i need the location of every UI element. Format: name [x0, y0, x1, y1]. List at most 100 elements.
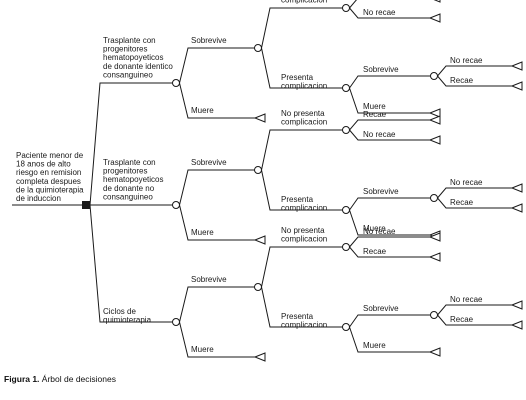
- figure-caption: Figura 1. Árbol de decisiones: [4, 374, 116, 384]
- no-comp-out2-3: [349, 246, 430, 258]
- chance-node-comp-survive-3: [430, 311, 438, 319]
- comp-out1-label-1: No recae: [450, 56, 483, 65]
- outcome-no-comp-2-1: [428, 13, 441, 23]
- chance-node-comp-1: [342, 84, 350, 92]
- comp-branch-2: [261, 169, 343, 211]
- outcome-comp-2-1: [510, 81, 523, 91]
- chance-node-comp-survive-2: [430, 194, 438, 202]
- comp-die-branch-2: [349, 209, 430, 236]
- outcome-comp-2-2: [510, 203, 523, 213]
- comp-die-label-2: Muere: [363, 224, 386, 233]
- no-comp-out2-1: [349, 7, 430, 19]
- outcome-comp-1-1: [510, 61, 523, 71]
- option-branch-1: [89, 82, 173, 206]
- comp-die-branch-3: [349, 326, 430, 353]
- outcome-die-1: [253, 113, 266, 123]
- outcome-no-comp-1-1: [433, 0, 441, 3]
- die-label-2: Muere: [191, 228, 214, 237]
- comp-out1-label-3: No recae: [450, 295, 483, 304]
- no-comp-out1-3: [349, 236, 430, 248]
- comp-out2-label-1: Recae: [450, 76, 474, 85]
- outcome-die-2: [253, 235, 266, 245]
- comp-survive-branch-2: [349, 197, 431, 211]
- comp-out2-label-3: Recae: [450, 315, 474, 324]
- chance-node-option-1: [172, 79, 180, 87]
- survive-label-3: Sobrevive: [191, 275, 227, 284]
- comp-out1-3: [437, 304, 512, 316]
- tree-nodes: [82, 0, 523, 362]
- comp-die-label-3: Muere: [363, 341, 386, 350]
- no-comp-out2-2: [349, 129, 430, 141]
- comp-out2-label-2: Recae: [450, 198, 474, 207]
- survive-label-2: Sobrevive: [191, 158, 227, 167]
- no-comp-out2-label-3: Recae: [363, 247, 387, 256]
- outcome-no-comp-2-3: [428, 252, 441, 262]
- chance-node-no-comp-1: [342, 4, 350, 12]
- no-comp-branch-1: [261, 7, 343, 49]
- option-branch-3: [89, 204, 173, 323]
- outcome-no-comp-1-3: [428, 232, 441, 242]
- die-branch-3: [179, 321, 255, 358]
- survive-branch-3: [179, 286, 255, 323]
- no-comp-out1-2: [349, 119, 430, 131]
- comp-die-label-1: Muere: [363, 102, 386, 111]
- outcome-comp-1-3: [510, 300, 523, 310]
- chance-node-no-comp-3: [342, 243, 350, 251]
- chance-node-survive-1: [254, 44, 262, 52]
- no-comp-out2-label-1: No recae: [363, 8, 396, 17]
- chance-node-survive-2: [254, 166, 262, 174]
- no-comp-out1-1: [349, 0, 357, 9]
- outcome-no-comp-1-2: [428, 115, 441, 125]
- caption-number: Figura 1.: [4, 374, 39, 384]
- comp-out2-2: [437, 197, 512, 209]
- comp-die-branch-1: [349, 87, 430, 114]
- die-branch-1: [179, 82, 255, 119]
- chance-node-comp-3: [342, 323, 350, 331]
- no-comp-out2-label-2: No recae: [363, 130, 396, 139]
- chance-node-comp-survive-1: [430, 72, 438, 80]
- die-branch-2: [179, 204, 255, 241]
- tree-branches: [12, 0, 512, 358]
- comp-survive-branch-1: [349, 75, 431, 89]
- outcome-die-3: [253, 352, 266, 362]
- comp-branch-1: [261, 47, 343, 89]
- no-comp-branch-3: [261, 246, 343, 288]
- comp-out1-2: [437, 187, 512, 199]
- chance-node-comp-2: [342, 206, 350, 214]
- comp-survive-label-3: Sobrevive: [363, 304, 399, 313]
- outcome-comp-die-1: [428, 108, 441, 118]
- comp-out2-1: [437, 75, 512, 87]
- decision-node: [82, 201, 90, 209]
- chance-node-no-comp-2: [342, 126, 350, 134]
- chance-node-option-3: [172, 318, 180, 326]
- survive-label-1: Sobrevive: [191, 36, 227, 45]
- survive-branch-2: [179, 169, 255, 206]
- no-comp-branch-2: [261, 129, 343, 171]
- comp-survive-branch-3: [349, 314, 431, 328]
- caption-text: Árbol de decisiones: [39, 374, 116, 384]
- no-comp-out1-label-2: Recae: [363, 110, 387, 119]
- comp-survive-label-2: Sobrevive: [363, 187, 399, 196]
- outcome-comp-die-3: [428, 347, 441, 357]
- survive-branch-1: [179, 47, 255, 84]
- chance-node-option-2: [172, 201, 180, 209]
- outcome-no-comp-2-2: [428, 135, 441, 145]
- outcome-comp-2-3: [510, 320, 523, 330]
- outcome-comp-1-2: [510, 183, 523, 193]
- die-label-3: Muere: [191, 345, 214, 354]
- die-label-1: Muere: [191, 106, 214, 115]
- comp-out1-1: [437, 65, 512, 77]
- chance-node-survive-3: [254, 283, 262, 291]
